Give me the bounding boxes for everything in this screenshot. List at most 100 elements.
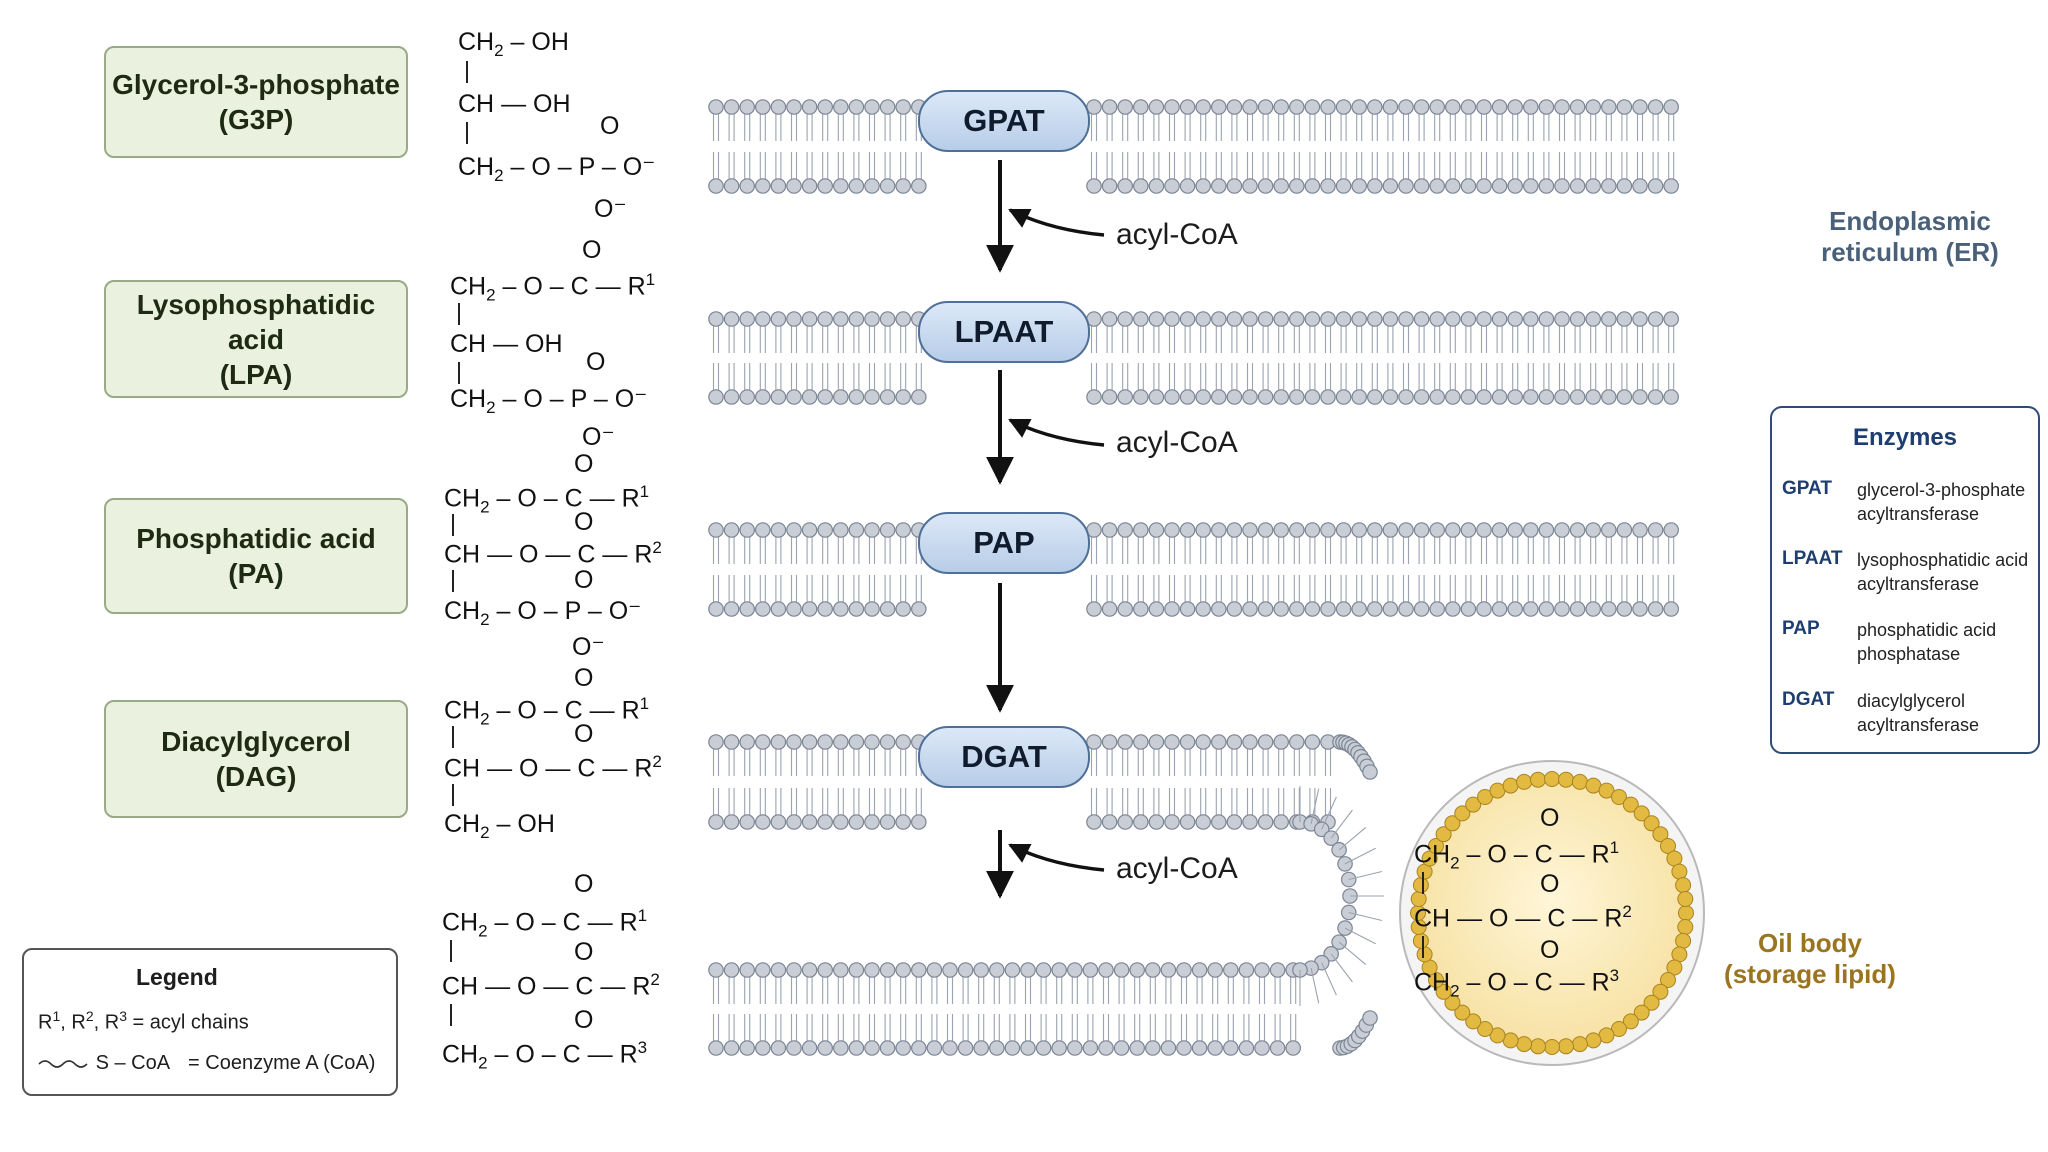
lipid-head [739, 311, 755, 327]
lipid-head [786, 734, 802, 750]
lipid-head [864, 389, 880, 405]
lipid-tail [1449, 537, 1456, 602]
ester-link: – O – [494, 1040, 556, 1069]
lipid-tail [1153, 326, 1160, 390]
lipid-head [1601, 99, 1617, 115]
lipid-head [1429, 601, 1445, 617]
lipid-tail [1168, 537, 1176, 602]
lipid-tail [1340, 537, 1347, 602]
lipid-tail [822, 749, 829, 815]
lipid-tail [1231, 114, 1238, 179]
lipid-tail [775, 537, 782, 602]
lipid-head [864, 962, 880, 978]
lipid-head [1413, 178, 1430, 194]
lipid-head [770, 99, 787, 115]
lipid-tail [1231, 749, 1238, 815]
lipid-head [848, 814, 865, 830]
lipid-head [1413, 522, 1430, 538]
lipid-head [1179, 814, 1196, 830]
phosphorus: P [564, 597, 581, 625]
lipid-tail [759, 977, 766, 1041]
phospholipid-bead [1435, 983, 1452, 1000]
superscript: 1 [1609, 838, 1620, 857]
lipid-head [786, 522, 802, 538]
lipid-tail [1418, 326, 1425, 390]
lipid-head [1585, 178, 1601, 194]
bond: – [587, 597, 602, 625]
lipid-tail [822, 537, 829, 602]
lipid-head [1398, 522, 1414, 538]
lipid-tail [744, 749, 751, 815]
lipid-tail [1212, 977, 1219, 1041]
lipid-head [817, 601, 833, 617]
oh-group: — OH [493, 330, 563, 358]
lipid-tail [1106, 537, 1113, 602]
lipid-tail [1168, 114, 1176, 179]
lipid-tail [1153, 749, 1160, 815]
lipid-head [817, 311, 833, 327]
phospholipid-bead [1660, 838, 1676, 854]
oil-body-label-line2: (storage lipid) [1724, 959, 1896, 989]
superscript: 2 [652, 538, 662, 557]
er-membrane-row3-left [708, 522, 927, 617]
oh-group: — OH [501, 90, 571, 118]
bond: — [1559, 968, 1585, 997]
lipid-tail [1290, 977, 1297, 1041]
er-label-line2: reticulum (ER) [1821, 237, 1999, 267]
ester-link: – O – [496, 597, 558, 625]
lipid-head [1242, 178, 1258, 194]
lipid-head [708, 734, 724, 750]
lipid-head [1476, 311, 1492, 327]
lipid-tail [1574, 537, 1581, 602]
lipid-head [1382, 601, 1399, 617]
lipid-head [817, 962, 833, 978]
acyl-coa-arrow-2 [1008, 418, 1105, 447]
lipid-tail [1137, 749, 1144, 815]
lipid-head [864, 814, 880, 830]
lipid-head [1429, 99, 1445, 115]
lipid-head [1242, 734, 1258, 750]
lipid-tail [744, 537, 751, 602]
lipid-head [1289, 178, 1305, 194]
lipid-head [1335, 178, 1352, 194]
lipid-head [895, 1040, 911, 1056]
enzyme-pap: PAP [918, 512, 1090, 574]
lipid-head [1148, 814, 1165, 830]
enzyme-desc-line: acyltransferase [1857, 574, 1980, 594]
lipid-tail [884, 749, 891, 815]
bond: – [601, 153, 616, 181]
lipid-head [770, 522, 787, 538]
lipid-head [1191, 962, 1208, 978]
lipid-head [1445, 178, 1461, 194]
enzyme-lpaat: LPAAT [918, 301, 1090, 363]
ch2-text: CH [442, 908, 479, 937]
lipid-head [1351, 522, 1367, 538]
lipid-head [1133, 522, 1149, 538]
lipid-tail [1200, 326, 1207, 390]
lipid-head [1632, 522, 1648, 538]
lipid-head [817, 734, 833, 750]
lipid-tail [1496, 326, 1503, 390]
lipid-head [1101, 734, 1118, 750]
lipid-head [832, 814, 849, 830]
lipid-head [988, 962, 1005, 978]
lipid-head [1323, 946, 1339, 962]
acyl-coa-arrow-1 [1008, 208, 1105, 237]
lipid-head [879, 814, 896, 830]
enzyme-abbr-gpat: GPAT [1782, 478, 1832, 499]
phosphoryl-oxygen: O [586, 348, 606, 376]
lipid-tail [1106, 749, 1113, 815]
carbonyl-oxygen: O [582, 236, 602, 264]
metabolite-name: Phosphatidic acid [136, 523, 376, 554]
lipid-tail [1512, 537, 1519, 602]
lipid-tail [1184, 537, 1191, 602]
bond: — [600, 972, 626, 1001]
enzyme-desc-line: diacylglycerol [1857, 691, 1966, 711]
lipid-tail [868, 114, 876, 179]
lipid-head [1362, 764, 1378, 780]
oil-body-label-line1: Oil body [1758, 928, 1862, 958]
carbonyl-carbon: C [1547, 904, 1566, 933]
lipid-tail [1418, 114, 1425, 179]
lipid-head [739, 601, 755, 617]
phospholipid-bead [1633, 805, 1650, 822]
